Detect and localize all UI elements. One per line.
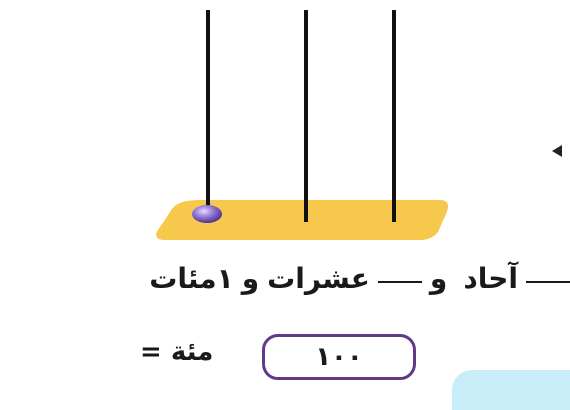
blank-hundreds	[526, 277, 570, 283]
word-tens: عشرات	[267, 262, 370, 295]
arrow-icon	[552, 145, 562, 157]
word-and-1: و	[430, 262, 447, 295]
word-and-2: و	[242, 262, 259, 295]
place-value-line: آحادوعشراتو١مئات	[0, 262, 570, 295]
bead	[192, 205, 222, 223]
equals-sign: =	[140, 337, 162, 367]
word-hundreds: ١مئات	[149, 262, 234, 295]
hundred-word: مئة	[171, 337, 213, 367]
answer-box[interactable]: ١٠٠	[262, 334, 416, 380]
answer-value: ١٠٠	[315, 342, 363, 372]
corner-tab	[452, 370, 570, 410]
blank-tens	[378, 277, 422, 283]
word-ones: آحاد	[463, 262, 518, 295]
equation-label: مئة =	[140, 337, 213, 367]
